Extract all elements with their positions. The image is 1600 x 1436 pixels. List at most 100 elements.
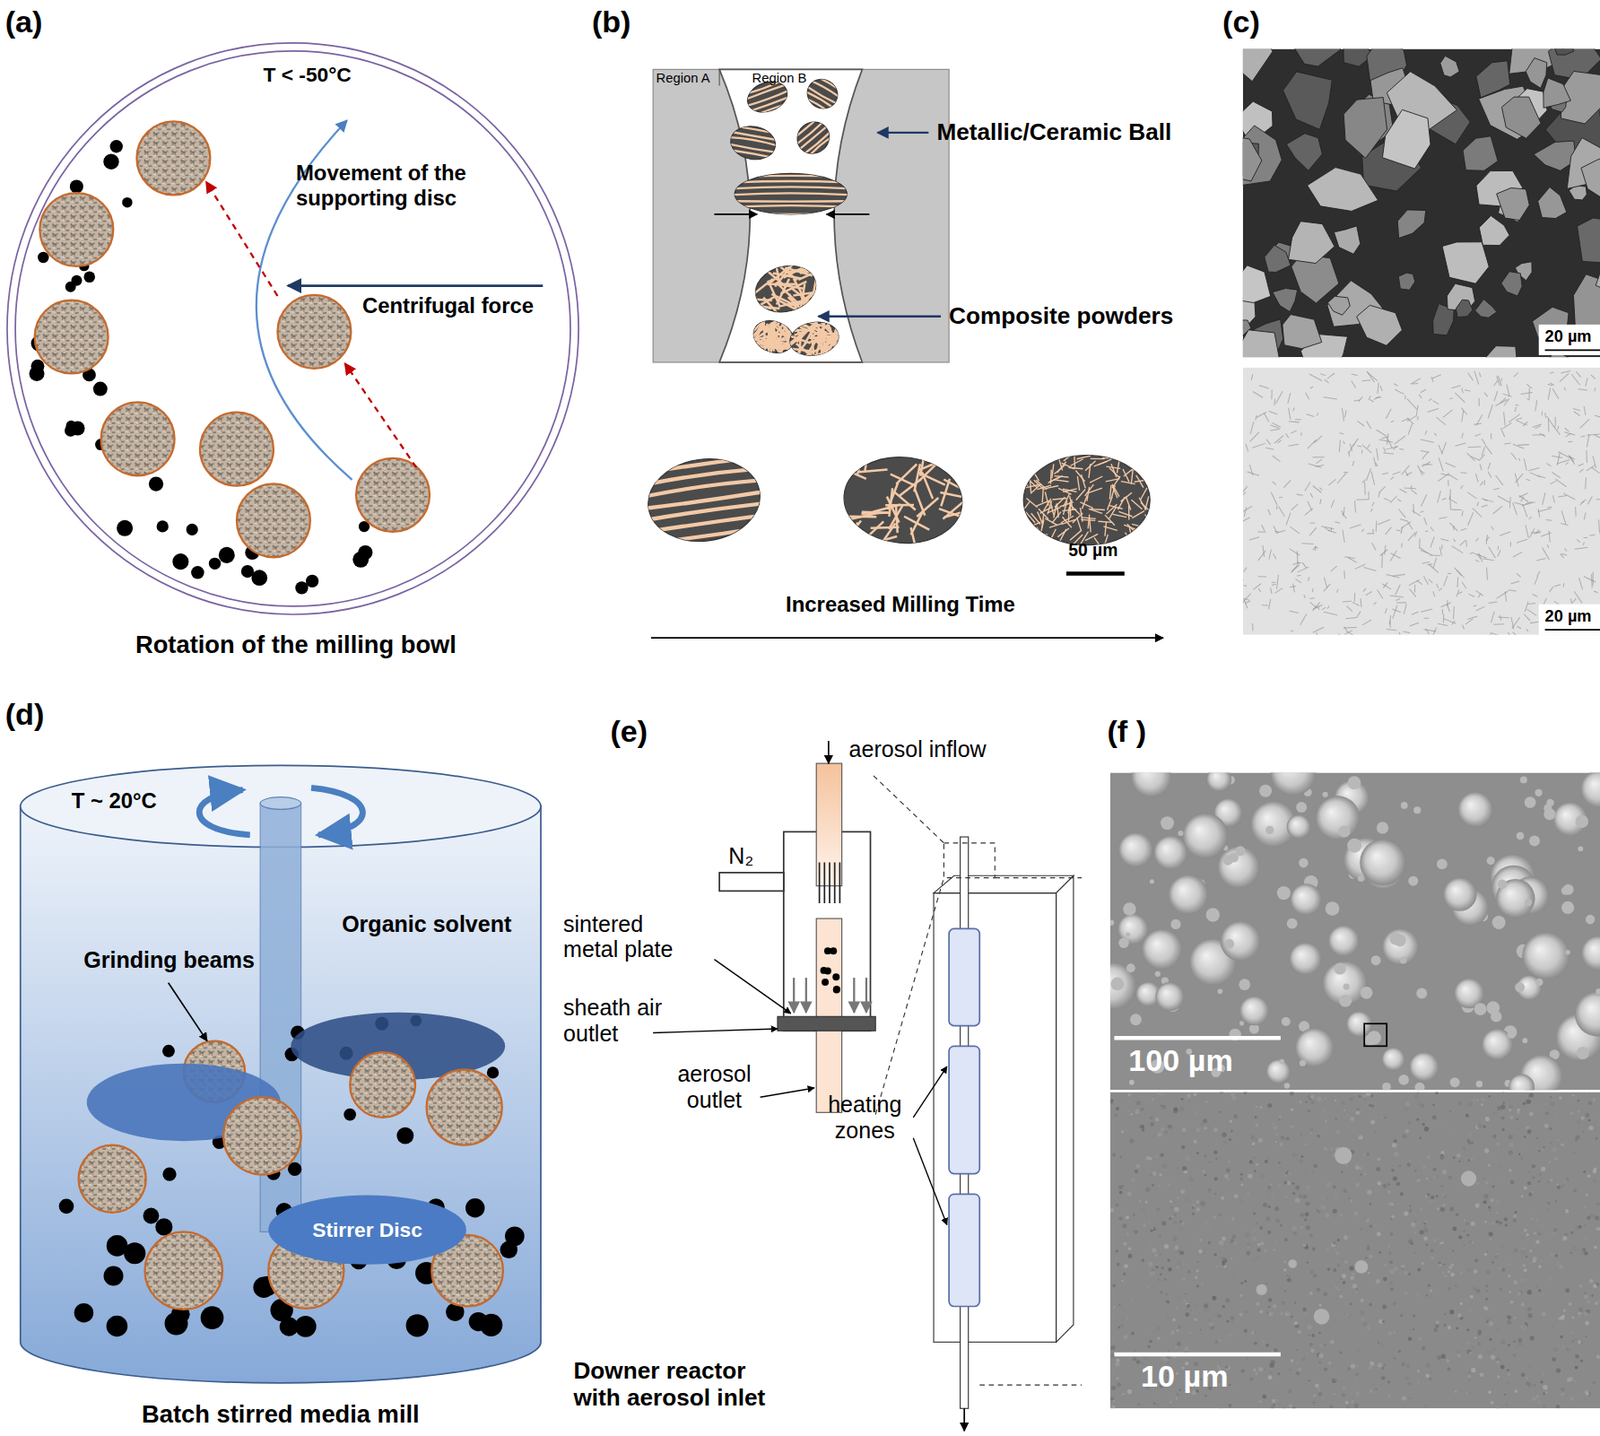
microstructure-stroke [1591, 467, 1600, 474]
microstructure-stroke [1243, 517, 1251, 523]
composite-particle [743, 258, 828, 324]
surface-grain [1289, 1368, 1292, 1371]
microstructure-stroke [1273, 525, 1278, 533]
microstructure-stroke [1296, 550, 1299, 564]
microstructure-stroke [1373, 457, 1376, 467]
surface-grain [1441, 1270, 1445, 1275]
surface-grain [1423, 1327, 1427, 1331]
particle [832, 973, 840, 981]
surface-grain [1292, 1226, 1297, 1231]
microstructure-stroke [1547, 418, 1550, 433]
powder-sphere [1286, 814, 1312, 839]
powder-sphere [1269, 772, 1316, 796]
powder-sphere [1577, 845, 1583, 852]
surface-grain [1246, 1242, 1251, 1246]
microstructure-stroke [1395, 584, 1401, 596]
microstructure-stroke [1526, 608, 1537, 616]
powder-sphere [1289, 942, 1322, 975]
microstructure-stroke [1485, 444, 1493, 454]
surface-grain [1279, 1312, 1284, 1316]
lamella-group [789, 114, 838, 162]
surface-grain [1314, 1382, 1320, 1388]
powder-sphere [1529, 835, 1540, 847]
surface-grain [1214, 1252, 1218, 1256]
lamella [898, 478, 922, 496]
surface-grain [1582, 1170, 1586, 1174]
powder-sphere [1450, 1077, 1461, 1087]
lamella [939, 492, 968, 498]
lamella [788, 310, 801, 337]
surface-grain [1354, 1403, 1359, 1409]
lamella [1042, 487, 1044, 503]
surface-grain [1324, 1343, 1327, 1346]
powder-grain [1525, 58, 1548, 89]
microstructure-stroke [1355, 564, 1366, 569]
outlet-tube [816, 918, 842, 1113]
microstructure-stroke [1365, 468, 1371, 481]
surface-grain [1501, 1116, 1505, 1121]
surface-grain [1169, 1200, 1173, 1203]
microstructure-stroke [1377, 382, 1379, 394]
microstructure-stroke [1540, 532, 1551, 537]
powder-grain [1440, 55, 1460, 78]
microstructure-stroke [1392, 573, 1406, 576]
lamella [729, 200, 853, 203]
surface-grain [1455, 1212, 1460, 1217]
lamella [1131, 537, 1142, 548]
powder-grain [1552, 49, 1574, 56]
particle-body [750, 259, 822, 319]
surface-grain [1184, 1312, 1190, 1317]
lamella [1106, 504, 1118, 514]
microstructure-stroke [1491, 526, 1495, 531]
lamella [773, 339, 790, 364]
surface-grain [1206, 1225, 1211, 1230]
surface-grain [1593, 1166, 1597, 1170]
microstructure-stroke [1586, 465, 1596, 471]
microstructure-stroke [1269, 428, 1280, 431]
surface-grain [1284, 1237, 1288, 1242]
microstructure-stroke [1382, 452, 1394, 454]
microstructure-stroke [1288, 408, 1291, 420]
surface-grain [1348, 1302, 1352, 1305]
surface-grain [1198, 1249, 1202, 1253]
powder-particle [186, 523, 199, 536]
surface-grain [1533, 1232, 1536, 1235]
microstructure-stroke [1377, 519, 1391, 525]
composite-particle [1016, 452, 1154, 551]
powder-sphere [1110, 962, 1137, 1010]
microstructure-stroke [1295, 578, 1302, 583]
lamella [763, 317, 766, 347]
surface-grain [1513, 1218, 1517, 1223]
surface-grain [1373, 1224, 1377, 1227]
microstructure-stroke [1321, 607, 1327, 610]
lamella [895, 463, 917, 484]
microstructure-stroke [1460, 471, 1468, 474]
microstructure-stroke [1391, 608, 1400, 612]
surface-grain [1263, 1368, 1266, 1371]
lamella [1085, 533, 1098, 540]
microstructure-stroke [1367, 491, 1369, 500]
microstructure-stroke [1478, 398, 1480, 407]
surface-grain [1268, 1305, 1270, 1308]
surface-grain [1501, 1268, 1505, 1272]
surface-grain [1457, 1286, 1460, 1289]
surface-grain [1208, 1145, 1212, 1149]
powder-particle [123, 1242, 146, 1264]
grinding-ball [236, 483, 311, 557]
surface-grain [1571, 1339, 1574, 1343]
microstructure-stroke [1383, 447, 1386, 453]
microstructure-stroke [1412, 382, 1418, 384]
surface-grain [1148, 1339, 1153, 1344]
surface-grain [1336, 1251, 1340, 1254]
surface-grain [1211, 1295, 1217, 1301]
lamella [1131, 523, 1146, 528]
microstructure-stroke [1255, 415, 1257, 420]
lamella [1040, 520, 1044, 535]
surface-grain [1391, 1168, 1395, 1173]
microstructure-stroke [1370, 508, 1373, 512]
lamella [869, 536, 897, 545]
powder-particle [396, 1127, 414, 1145]
surface-grain [1580, 1359, 1583, 1363]
microstructure-stroke [1363, 588, 1366, 592]
surface-grain [1254, 1372, 1257, 1374]
